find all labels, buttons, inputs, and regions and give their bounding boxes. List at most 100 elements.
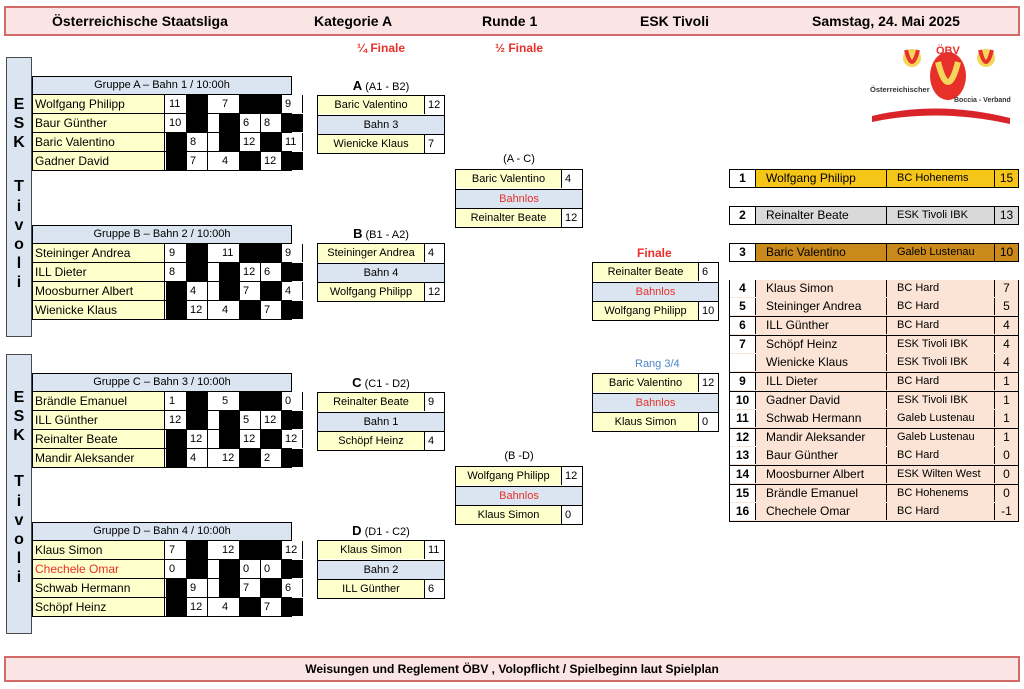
rank-number: 11 [730,410,756,427]
blocked-cell [187,541,208,559]
rank-number: 12 [730,429,756,446]
semifinal-pairing: (B -D) [504,450,534,462]
blocked-cell [166,152,187,170]
score-cell: 7 [166,541,187,559]
quarterfinal-letter: C [352,375,362,390]
sidebar-letter: S [13,115,25,132]
sidebar-letter: K [13,427,25,444]
score-cell: 8 [166,263,187,281]
rank-number: 4 [730,280,756,297]
rank-number: 9 [730,373,756,390]
score-cell: 0 [240,560,261,578]
lane-label: Bahnlos [456,486,582,505]
blocked-cell [261,133,282,151]
blocked-cell [187,114,208,132]
rank-player-name: Moosburner Albert [756,466,887,483]
rank-points: 10 [999,245,1014,259]
match-score: 9 [425,393,444,411]
score-cell: 12 [187,598,208,616]
rank-number: 3 [730,244,756,261]
sidebar-letter: E [13,96,25,113]
rank-number: 5 [730,298,756,315]
sidebar-letter: T [14,178,24,195]
score-cell: 7 [240,579,261,597]
quarterfinal-letter: A [352,78,363,93]
blocked-cell [282,263,303,281]
sidebar-letter: S [13,408,25,425]
player-name: Reinalter Beate [33,430,165,448]
blocked-cell [187,560,208,578]
blocked-cell [166,282,187,300]
sidebar-letter: o [14,531,24,548]
rank-player-name: Schöpf Heinz [756,336,887,353]
blocked-cell [261,579,282,597]
blocked-cell [240,301,261,319]
score-cell: 9 [282,244,303,262]
semifinal-pairing: (A - C) [503,153,535,165]
match-score: 11 [425,541,444,559]
score-cell: 12 [240,133,261,151]
blocked-cell [219,579,240,597]
rank-number: 10 [730,392,756,409]
rank-points: 4 [1003,355,1010,369]
blocked-cell [219,282,240,300]
final-label: Finale [637,246,672,260]
match-player-name: Steininger Andrea [318,244,425,262]
rank-club: ESK Tivoli IBK [887,354,995,371]
blocked-cell [282,598,303,616]
blocked-cell [219,133,240,151]
score-cell: 8 [187,133,208,151]
match-player-name: ILL Günther [318,580,425,598]
group-title: Gruppe B – Bahn 2 / 10:00h [32,225,292,244]
quarterfinal-letter: B [353,226,363,241]
lane-label: Bahn 2 [318,560,444,579]
rank-club: BC Hohenems [887,485,995,502]
score-cell: 5 [219,392,240,410]
match-score: 7 [425,135,444,153]
date-label: Samstag, 24. Mai 2025 [812,13,960,29]
match-player-name: Baric Valentino [593,374,699,392]
rank-points: 1 [1003,393,1010,407]
quarterfinal-title: A (A1 - B2) [317,78,445,93]
sidebar-letter: v [14,217,24,234]
score-cell: 12 [219,541,240,559]
lane-label: Bahnlos [593,393,718,412]
match-player-name: Wolfgang Philipp [318,283,425,301]
sidebar-letter: o [14,236,24,253]
score-cell: 4 [219,598,240,616]
blocked-cell [166,449,187,467]
group-title: Gruppe D – Bahn 4 / 10:00h [32,522,292,541]
match-score: 10 [699,302,718,320]
score-cell: 7 [261,301,282,319]
rank-player-name: Klaus Simon [756,280,887,297]
match-player-name: Baric Valentino [318,96,425,114]
quarterfinal-letter: D [352,523,362,538]
rank-number: 13 [730,447,756,464]
score-cell: 12 [282,541,303,559]
score-cell: 12 [187,430,208,448]
group-title: Gruppe C – Bahn 3 / 10:00h [32,373,292,392]
score-cell: 4 [219,152,240,170]
rank-club: Galeb Lustenau [887,410,995,427]
match-score: 6 [425,580,444,598]
lane-label: Bahnlos [456,189,582,208]
player-name: Schwab Hermann [33,579,165,597]
score-cell: 12 [166,411,187,429]
rank-number: 16 [730,503,756,520]
rank-points: 1 [1003,374,1010,388]
rank-points: 0 [1003,448,1010,462]
